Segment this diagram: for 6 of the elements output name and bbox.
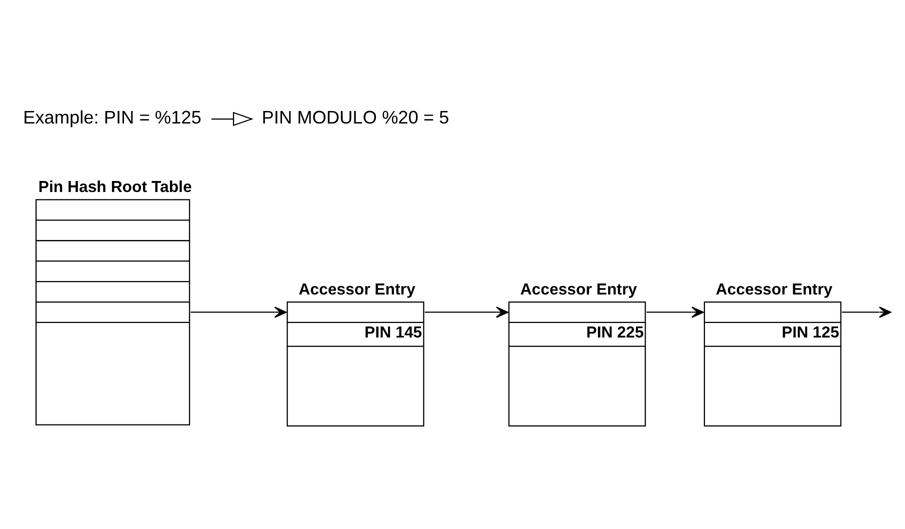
node-text: Example: PIN = %125 — [23, 107, 202, 128]
node-label: Accessor Entry — [716, 281, 832, 298]
node-label: Accessor Entry — [298, 281, 416, 298]
node-text: PIN MODULO %20 = 5 — [262, 107, 450, 128]
node-label: Pin Hash Root Table — [38, 178, 192, 196]
node-label: Accessor Entry — [520, 281, 637, 298]
